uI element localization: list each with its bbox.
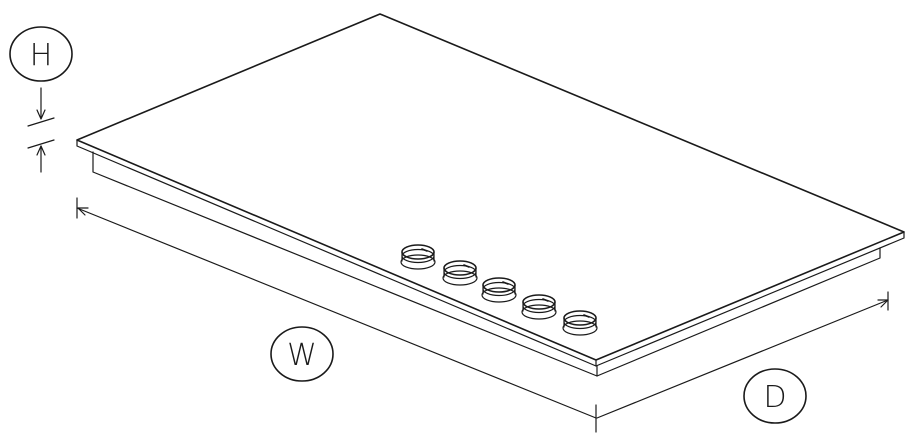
knob-4	[521, 294, 557, 320]
knob-5	[562, 310, 598, 336]
depth-label: D	[743, 368, 807, 424]
height-dimension	[27, 87, 55, 173]
width-label-text: W	[287, 338, 317, 373]
cooktop-top-surface	[76, 13, 905, 367]
depth-label-text: D	[763, 380, 786, 415]
height-label: H	[9, 26, 73, 82]
knob-1	[400, 244, 436, 270]
cooktop-body	[92, 151, 881, 377]
depth-dimension	[596, 291, 889, 419]
width-dimension	[76, 197, 597, 433]
height-label-text: H	[30, 38, 53, 73]
knob-2	[442, 260, 478, 286]
knob-3	[481, 277, 517, 303]
width-label: W	[270, 326, 334, 382]
control-knobs	[400, 244, 598, 336]
